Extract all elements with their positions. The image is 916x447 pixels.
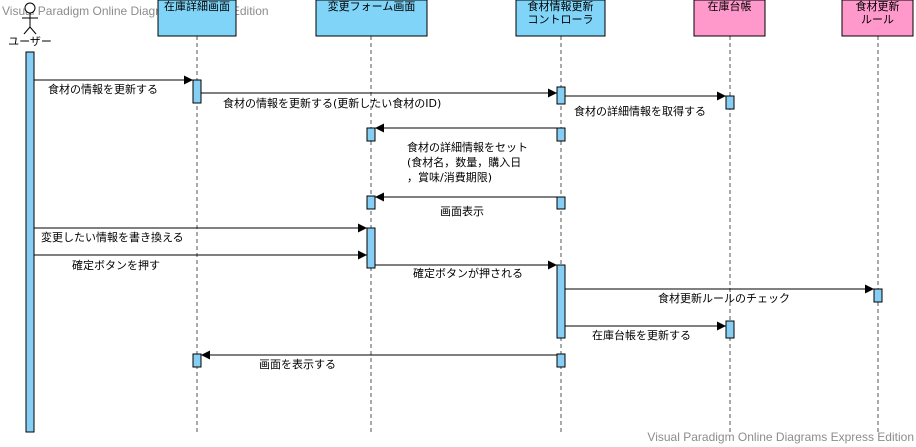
- actor-user: [22, 2, 38, 35]
- watermark-bottom: Visual Paradigm Online Diagrams Express …: [647, 430, 914, 444]
- activation-bar-stock_ledger: [725, 320, 735, 339]
- participant-label-info_update_controller: コントローラ: [528, 13, 594, 26]
- participant-label-edit_form_screen: 変更フォーム画面: [328, 0, 416, 13]
- message-label-m5: 画面表示: [440, 204, 484, 218]
- activation-bar-stock_ledger: [725, 95, 735, 110]
- activation-bar-update_rule: [873, 288, 883, 303]
- participant-label-stock_ledger: 在庫台帳: [708, 0, 752, 13]
- activation-bar-user: [25, 51, 35, 433]
- activation-bar-info_update_controller: [556, 86, 566, 105]
- participant-box-update_rule: [841, 0, 914, 37]
- message-label-m6: 変更したい情報を書き換える: [41, 230, 184, 244]
- participant-label-user: ユーザー: [8, 35, 52, 48]
- participant-box-stock_detail_screen: [157, 0, 237, 37]
- participant-label-update_rule: 食材更新: [856, 0, 900, 13]
- message-label-m2: 食材の情報を更新する(更新したい食材のID): [223, 96, 441, 110]
- participant-box-info_update_controller: [515, 0, 606, 37]
- actor-leg-right-icon: [29, 26, 37, 35]
- activation-bar-stock_detail_screen: [192, 79, 202, 104]
- message-label-m7: 確定ボタンを押す: [72, 258, 160, 272]
- activation-bar-edit_form_screen: [366, 227, 376, 269]
- participant-box-stock_ledger: [693, 0, 766, 37]
- activation-bar-info_update_controller: [556, 353, 566, 368]
- message-label-m3: 食材の詳細情報を取得する: [574, 104, 706, 118]
- message-label-m10: 在庫台帳を更新する: [592, 328, 691, 342]
- activation-bar-stock_detail_screen: [192, 353, 202, 368]
- message-label-m4: 食材の詳細情報をセット: [407, 140, 528, 154]
- activation-bar-info_update_controller: [556, 127, 566, 142]
- message-label-m4: ，賞味/消費期限): [407, 170, 492, 184]
- message-label-m8: 確定ボタンが押される: [413, 266, 523, 280]
- participant-label-update_rule: ルール: [861, 13, 894, 26]
- message-label-m9: 食材更新ルールのチェック: [658, 291, 790, 305]
- actor-leg-left-icon: [23, 26, 31, 35]
- message-label-m4: (食材名，数量，購入日: [407, 155, 521, 169]
- actor-head-icon: [24, 2, 36, 14]
- activation-bar-info_update_controller: [556, 196, 566, 210]
- participant-box-edit_form_screen: [315, 0, 428, 37]
- activation-bar-info_update_controller: [556, 264, 566, 339]
- message-label-m1: 食材の情報を更新する: [48, 82, 158, 96]
- message-label-m11: 画面を表示する: [259, 357, 336, 371]
- participant-label-stock_detail_screen: 在庫詳細画面: [164, 0, 230, 13]
- participant-label-info_update_controller: 食材情報更新: [528, 0, 594, 13]
- activation-bar-edit_form_screen: [366, 127, 376, 142]
- activation-bar-edit_form_screen: [366, 195, 376, 210]
